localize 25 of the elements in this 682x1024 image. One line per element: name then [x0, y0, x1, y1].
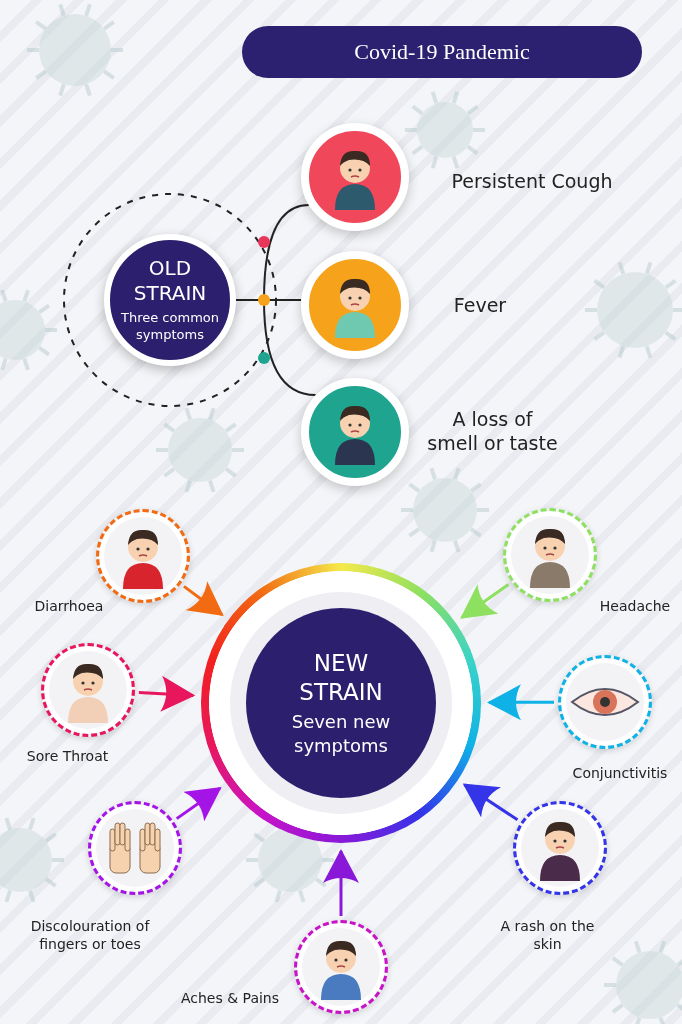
symptom-picture [294, 920, 388, 1014]
symptom-label: A rash on the skin [500, 918, 595, 953]
symptom-label: Discolouration of fingers or toes [29, 918, 151, 953]
symptom-picture [503, 508, 597, 602]
symptom-label: Headache [598, 598, 672, 616]
symptom-picture [301, 378, 409, 486]
symptom-label: Conjunctivitis [571, 765, 669, 783]
symptom-label: Sore Throat [25, 748, 110, 766]
symptom-picture [88, 801, 182, 895]
symptom-picture [558, 655, 652, 749]
symptom-picture [301, 123, 409, 231]
strain-heading: NEW STRAIN [298, 648, 384, 707]
strain-subtitle: Three common symptoms [120, 310, 220, 344]
title-banner: Covid-19 Pandemic [242, 26, 642, 78]
symptom-picture [513, 801, 607, 895]
symptom-label: A loss of smell or taste [426, 408, 559, 456]
strain-heading: OLD STRAIN [132, 256, 208, 307]
symptom-label: Aches & Pains [179, 990, 281, 1008]
symptom-picture [301, 251, 409, 359]
strain-circle [104, 234, 236, 366]
strain-subtitle: Seven new symptoms [290, 710, 392, 758]
symptom-label: Persistent Cough [450, 170, 614, 194]
symptom-label: Fever [452, 294, 508, 318]
symptom-picture [41, 643, 135, 737]
symptom-label: Diarrhoea [33, 598, 105, 616]
